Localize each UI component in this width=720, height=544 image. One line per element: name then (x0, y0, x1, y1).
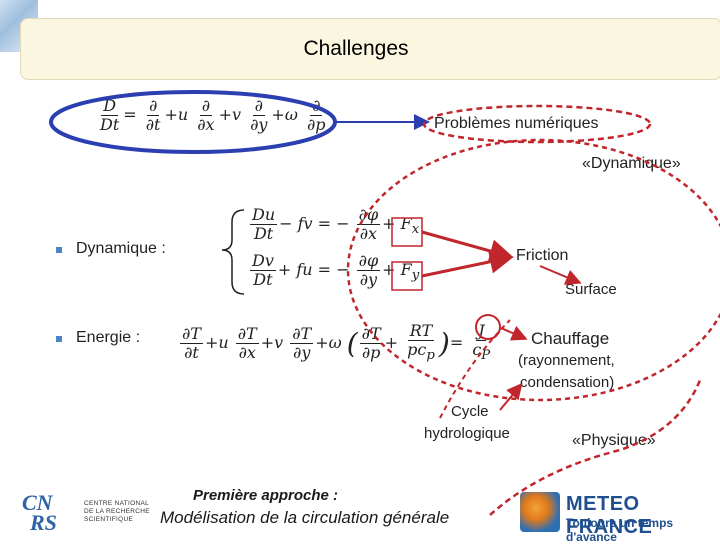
heating-arrow (501, 328, 524, 338)
cnrs-caption: CENTRE NATIONAL DE LA RECHERCHE SCIENTIF… (84, 500, 150, 524)
footer-first-approach: Première approche : (193, 487, 338, 504)
svg-text:RS: RS (29, 510, 57, 532)
fy-box (392, 262, 422, 290)
friction-to-surface-arrow (540, 266, 578, 282)
cnrs-logo: CN RS (22, 488, 72, 532)
fy-arrow (422, 258, 508, 276)
equation-highlight-ellipse (51, 92, 335, 152)
numerics-dashed-ellipse (424, 106, 650, 142)
fx-arrow (422, 232, 508, 256)
dynamics-dashed-ellipse (348, 140, 720, 400)
meteo-france-logo-icon (520, 492, 560, 532)
system-brace (222, 210, 244, 294)
fx-box (392, 218, 422, 246)
footer-modelling: Modélisation de la circulation générale (160, 508, 449, 528)
physics-dashed-curve-2 (440, 320, 510, 418)
